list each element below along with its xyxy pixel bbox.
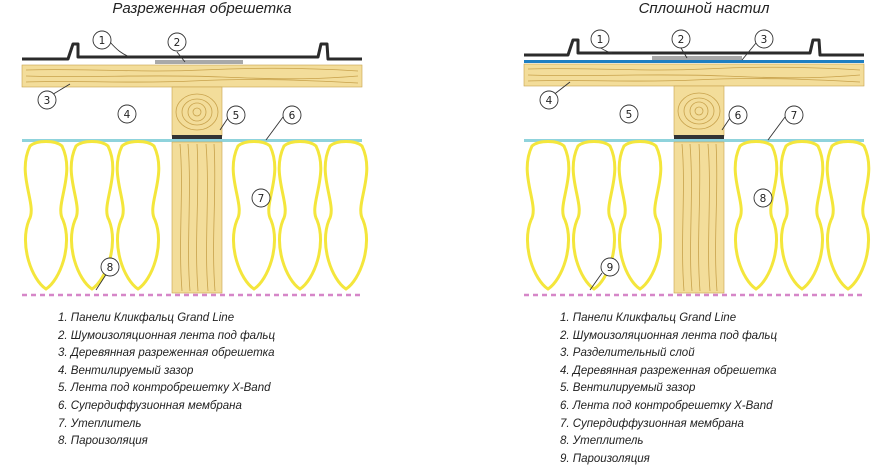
x-band-tape	[172, 135, 222, 139]
callout-1: 1	[92, 30, 112, 50]
svg-text:6: 6	[735, 110, 742, 122]
legend-item: 3. Деревянная разреженная обрешетка	[58, 347, 275, 360]
x-band-tape	[674, 135, 724, 139]
callout-6: 6	[282, 105, 302, 125]
svg-text:8: 8	[107, 262, 114, 274]
legend-item: 7. Утеплитель	[58, 417, 142, 430]
callout-2: 2	[671, 29, 691, 49]
callout-1: 1	[590, 29, 610, 49]
counter-batten	[171, 86, 223, 137]
callout-7: 7	[251, 188, 271, 208]
legend-item: 1. Панели Кликфальц Grand Line	[560, 312, 737, 324]
svg-text:4: 4	[546, 95, 553, 107]
legend-item: 5. Вентилируемый зазор	[560, 382, 696, 395]
diffusion-membrane	[22, 139, 362, 142]
svg-text:3: 3	[44, 95, 51, 107]
callout-3: 3	[754, 29, 774, 49]
diagram-panel-sparse-lathing: Разреженная обрешетка	[21, 0, 382, 468]
svg-text:1: 1	[597, 34, 604, 46]
legend-list: 1. Панели Кликфальц Grand Line 2. Шумоиз…	[58, 310, 275, 451]
legend-item: 4. Вентилируемый зазор	[58, 364, 194, 377]
diagram-panel-solid-decking: Сплошной настил	[523, 0, 884, 468]
callout-7: 7	[784, 105, 804, 125]
legend-item: 4. Деревянная разреженная обрешетка	[560, 364, 777, 377]
legend-item: 6. Лента под контробрешетку X-Band	[560, 399, 773, 412]
legend-item: 2. Шумоизоляционная лента под фальц	[560, 329, 778, 342]
insulation	[23, 140, 369, 291]
legend-list: 1. Панели Кликфальц Grand Line 2. Шумоиз…	[560, 310, 777, 468]
svg-text:6: 6	[289, 110, 296, 122]
callout-5: 5	[619, 104, 639, 124]
legend-item: 2. Шумоизоляционная лента под фальц	[58, 329, 276, 342]
legend-item: 8. Утеплитель	[560, 435, 644, 448]
svg-text:7: 7	[258, 193, 265, 205]
callout-6: 6	[728, 105, 748, 125]
roof-section-diagram: 1 2 3 4 5 6 7 8	[21, 30, 369, 297]
legend-item: 8. Пароизоляция	[58, 435, 148, 448]
metal-panel	[22, 42, 362, 61]
noise-tape	[652, 56, 742, 60]
diagram-title: Сплошной настил	[638, 0, 770, 17]
svg-text:8: 8	[760, 193, 767, 205]
legend-item: 9. Пароизоляция	[560, 452, 650, 465]
callout-5: 5	[226, 105, 246, 125]
svg-text:2: 2	[174, 37, 181, 49]
legend-item: 7. Супердиффузионная мембрана	[560, 417, 744, 430]
callout-4: 4	[539, 90, 559, 110]
diagram-title: Разреженная обрешетка	[112, 0, 292, 17]
callout-8: 8	[100, 257, 120, 277]
svg-text:9: 9	[607, 262, 614, 274]
svg-text:5: 5	[626, 109, 633, 121]
svg-text:4: 4	[124, 109, 131, 121]
svg-text:1: 1	[99, 35, 106, 47]
legend-item: 1. Панели Кликфальц Grand Line	[58, 312, 235, 324]
diffusion-membrane	[524, 139, 864, 142]
noise-tape	[155, 60, 243, 64]
svg-text:7: 7	[791, 110, 798, 122]
callout-8: 8	[753, 188, 773, 208]
insulation	[525, 140, 871, 291]
legend-item: 3. Разделительный слой	[560, 347, 695, 360]
svg-text:5: 5	[233, 110, 240, 122]
svg-text:2: 2	[678, 34, 685, 46]
legend-item: 5. Лента под контробрешетку X-Band	[58, 382, 271, 395]
callout-4: 4	[117, 104, 137, 124]
legend-item: 6. Супердиффузионная мембрана	[58, 399, 242, 412]
metal-panel	[524, 38, 864, 57]
callout-2: 2	[167, 32, 187, 52]
callout-3: 3	[37, 90, 57, 110]
separation-layer	[524, 60, 864, 63]
svg-text:3: 3	[761, 34, 768, 46]
callout-9: 9	[600, 257, 620, 277]
counter-batten	[673, 85, 725, 137]
roof-section-diagram: 1 2 3 4 5 6 7 8 9	[523, 29, 871, 297]
